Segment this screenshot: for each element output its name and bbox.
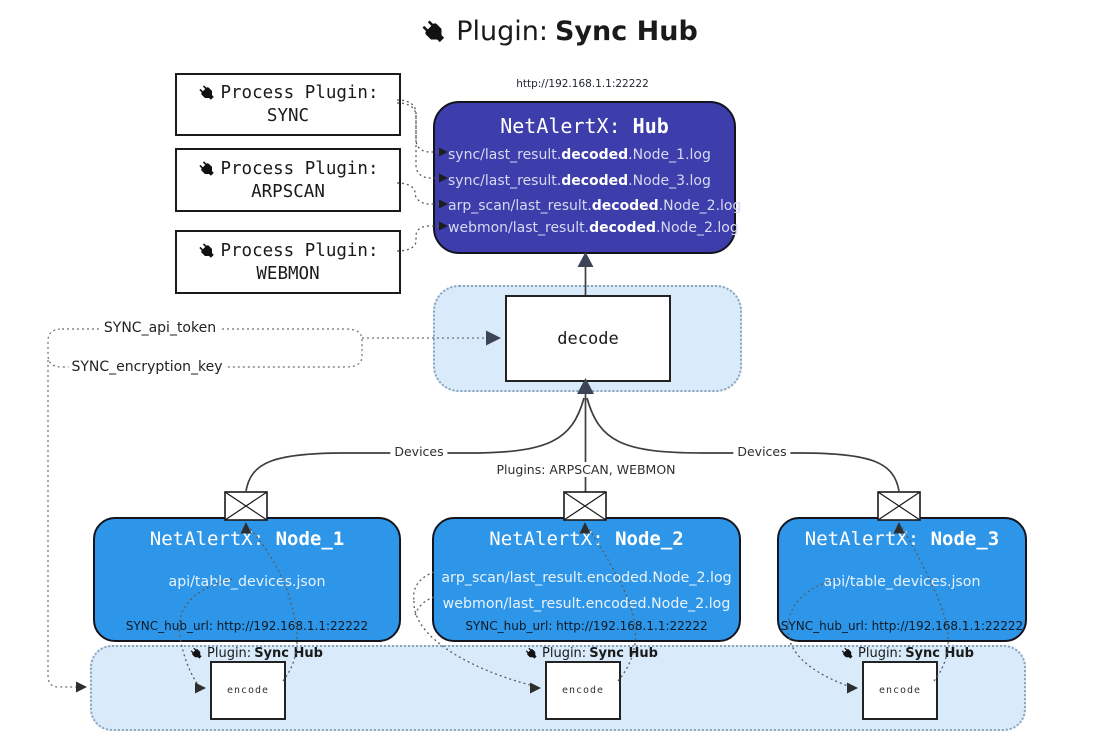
node-file: arp_scan/last_result.encoded.Node_2.log [441, 570, 732, 586]
node-hub-url: SYNC_hub_url: http://192.168.1.1:22222 [465, 619, 708, 633]
hub-url-label: http://192.168.1.1:22222 [516, 78, 649, 90]
node-file: webmon/last_result.encoded.Node_2.log [442, 596, 731, 612]
hub-name: NetAlertX: [500, 114, 633, 138]
encode-plugin-label: Plugin:Sync Hub [840, 646, 974, 661]
title-label-bold: Sync Hub [554, 16, 698, 47]
hub-name-bold: Hub [632, 114, 669, 138]
title-label: Plugin: [456, 16, 548, 47]
devices-right-label: Devices [733, 444, 791, 459]
envelope-icon [563, 491, 607, 521]
node-hub-url: SYNC_hub_url: http://192.168.1.1:22222 [780, 619, 1024, 633]
process-plugin-webmon-box: Process Plugin: WEBMON [175, 230, 401, 294]
envelope-icons [224, 491, 921, 521]
envelope-icon [877, 491, 921, 521]
encode-box: encode [210, 661, 286, 720]
plug-icon [419, 17, 449, 47]
process-plugin-label: Process Plugin: [220, 240, 379, 261]
decode-box: decode [505, 295, 671, 382]
node-title: NetAlertX: Node_2 [489, 528, 684, 550]
hub-log-line: sync/last_result.decoded.Node_1.log [448, 147, 711, 163]
plug-icon [840, 646, 855, 661]
process-plugin-arpscan-box: Process Plugin: ARPSCAN [175, 148, 401, 212]
hub-title: NetAlertX: Hub [435, 114, 734, 138]
process-plugin-sync-box: Process Plugin: SYNC [175, 73, 401, 136]
process-plugin-name: WEBMON [256, 263, 320, 284]
process-plugin-name: ARPSCAN [251, 181, 325, 202]
node-files: api/table_devices.json [95, 569, 399, 595]
netalertx-node2-box: NetAlertX: Node_2 arp_scan/last_result.e… [432, 517, 741, 642]
encode-box: encode [545, 661, 621, 720]
node-hub-url: SYNC_hub_url: http://192.168.1.1:22222 [125, 619, 369, 633]
sync-api-token-label: SYNC_api_token [100, 320, 220, 336]
encode-plugin-label: Plugin:Sync Hub [189, 646, 323, 661]
plug-icon [197, 159, 217, 179]
sync-encryption-key-label: SYNC_encryption_key [68, 359, 226, 375]
plug-icon [197, 83, 217, 103]
plug-icon [197, 241, 217, 261]
plug-icon [524, 646, 539, 661]
process-plugin-name: SYNC [266, 106, 310, 126]
encode-box: encode [862, 661, 938, 720]
encode-plugin-label: Plugin:Sync Hub [524, 646, 658, 661]
page-title: Plugin: Sync Hub [0, 16, 1117, 47]
envelope-icon [224, 491, 268, 521]
process-plugin-label: Process Plugin: [220, 158, 379, 179]
hub-log-line: arp_scan/last_result.decoded.Node_2.log [448, 198, 742, 214]
node-files: arp_scan/last_result.encoded.Node_2.log … [434, 565, 739, 617]
node-title: NetAlertX: Node_3 [804, 528, 1000, 550]
netalertx-hub-box: NetAlertX: Hub sync/last_result.decoded.… [433, 101, 741, 254]
node-file: api/table_devices.json [168, 574, 326, 590]
hub-log-line: sync/last_result.decoded.Node_3.log [448, 173, 711, 189]
netalertx-node1-box: NetAlertX: Node_1 api/table_devices.json… [93, 517, 401, 642]
node-file: api/table_devices.json [823, 574, 981, 590]
netalertx-node3-box: NetAlertX: Node_3 api/table_devices.json… [777, 517, 1027, 642]
hub-log-line: webmon/last_result.decoded.Node_2.log [448, 220, 739, 236]
plug-icon [189, 646, 204, 661]
node-files: api/table_devices.json [779, 569, 1025, 595]
node-title: NetAlertX: Node_1 [149, 528, 345, 550]
plugins-mid-label: Plugins: ARPSCAN, WEBMON [492, 462, 680, 477]
devices-left-label: Devices [390, 444, 448, 459]
process-plugin-label: Process Plugin: [220, 83, 379, 103]
